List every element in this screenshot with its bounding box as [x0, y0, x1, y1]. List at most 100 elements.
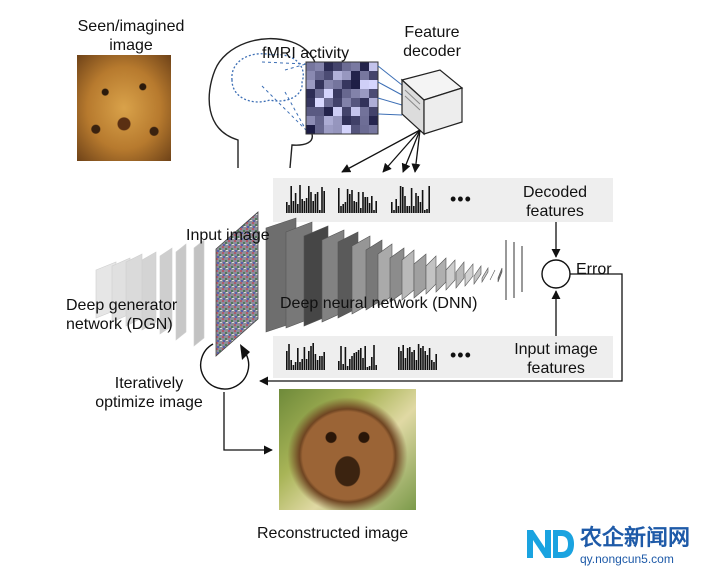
feature-bar [406, 206, 408, 213]
feature-bar [344, 202, 347, 213]
feature-bar [366, 367, 369, 370]
feature-bar [371, 357, 373, 370]
feature-bar [362, 358, 364, 370]
feature-bar [321, 356, 323, 370]
fmri-voxel [315, 71, 324, 80]
feature-bar [346, 189, 349, 213]
fmri-voxel [333, 89, 342, 98]
fmri-voxel [315, 125, 324, 134]
feature-bar [421, 190, 424, 213]
to-reconstruction-arrow [223, 392, 273, 455]
input-image-noise [215, 211, 259, 357]
deep-neural-network-layers [265, 217, 523, 333]
feature-bar [323, 352, 325, 370]
feature-bar [408, 206, 411, 213]
feature-bar [428, 186, 430, 213]
feature-bar [342, 204, 344, 213]
input-image-features-panel [273, 336, 613, 378]
feature-bar [435, 354, 437, 370]
feature-bar [305, 198, 308, 213]
decoded-feature-histograms [286, 185, 430, 213]
fmri-voxel [306, 125, 315, 134]
feature-bar [426, 209, 428, 213]
fmri-voxel [333, 98, 342, 107]
feature-bar [409, 347, 411, 370]
fmri-voxel [333, 62, 342, 71]
feature-bar [301, 199, 303, 213]
fmri-activity-label: fMRI activity [262, 45, 350, 62]
feature-bar [344, 347, 347, 370]
fmri-voxel [333, 80, 342, 89]
fmri-voxel [324, 98, 333, 107]
feature-bar [297, 204, 299, 213]
fmri-voxel [324, 125, 333, 134]
brain-icon [231, 53, 304, 103]
fmri-voxel [333, 107, 342, 116]
watermark-url: qy.nongcun5.com [580, 552, 674, 566]
feature-bar [424, 210, 426, 213]
feature-bar [305, 359, 308, 370]
fmri-voxel [324, 71, 333, 80]
dnn-layer [473, 265, 482, 285]
fmri-voxel [315, 89, 324, 98]
feature-bar [393, 210, 395, 213]
feature-bar [353, 201, 355, 213]
feature-bar [351, 356, 353, 370]
dnn-layer [435, 257, 447, 293]
feature-bar [399, 186, 402, 213]
fmri-voxel [360, 89, 369, 98]
decoder-machine-icon [400, 69, 464, 136]
deep-generator-network-layers [95, 239, 205, 347]
reconstructed-image-label: Reconstructed image [257, 525, 409, 542]
dnn-layer [425, 255, 437, 295]
feature-bar [342, 364, 344, 370]
feature-bar [366, 197, 369, 213]
watermark-logo [527, 530, 574, 558]
fmri-voxel [351, 116, 360, 125]
seen-image-leopard [77, 55, 171, 161]
feature-bar [422, 346, 424, 370]
fmri-voxel [306, 107, 315, 116]
projection-lines [261, 61, 307, 131]
fmri-voxel [351, 107, 360, 116]
feature-bar [297, 348, 299, 370]
fmri-voxel [315, 98, 324, 107]
dnn-layer [481, 266, 489, 284]
feature-bar [391, 202, 393, 213]
feature-bar [310, 346, 312, 370]
fmri-voxel [324, 116, 333, 125]
feature-bar [355, 202, 358, 213]
fmri-voxel [369, 62, 378, 71]
reconstructed-image [279, 389, 416, 510]
feature-bar [292, 201, 295, 213]
fmri-voxel [342, 107, 351, 116]
feature-bar [340, 346, 342, 370]
feature-bar [286, 202, 288, 213]
feature-bar [375, 201, 377, 213]
feature-bar [314, 194, 317, 213]
feature-bar [288, 344, 290, 370]
feature-bar [428, 348, 431, 370]
fmri-voxel [369, 107, 378, 116]
fmri-voxel [360, 62, 369, 71]
fmri-voxel [324, 80, 333, 89]
watermark-site-name: 农企新闻网 [580, 526, 691, 551]
feature-bar [308, 186, 310, 213]
dnn-layer [445, 259, 456, 291]
dgn-layer [175, 243, 187, 341]
feature-bar [349, 359, 351, 370]
feature-bar [286, 351, 288, 370]
feature-bar [411, 352, 413, 370]
feature-bar [424, 351, 426, 370]
feature-bar [299, 185, 301, 213]
feature-bar [316, 360, 319, 370]
feature-bar [294, 193, 297, 213]
feature-bar [373, 345, 375, 370]
fmri-voxel [342, 62, 351, 71]
feature-bar [419, 202, 422, 213]
feature-bar [362, 192, 364, 213]
fmri-voxel [342, 125, 351, 134]
